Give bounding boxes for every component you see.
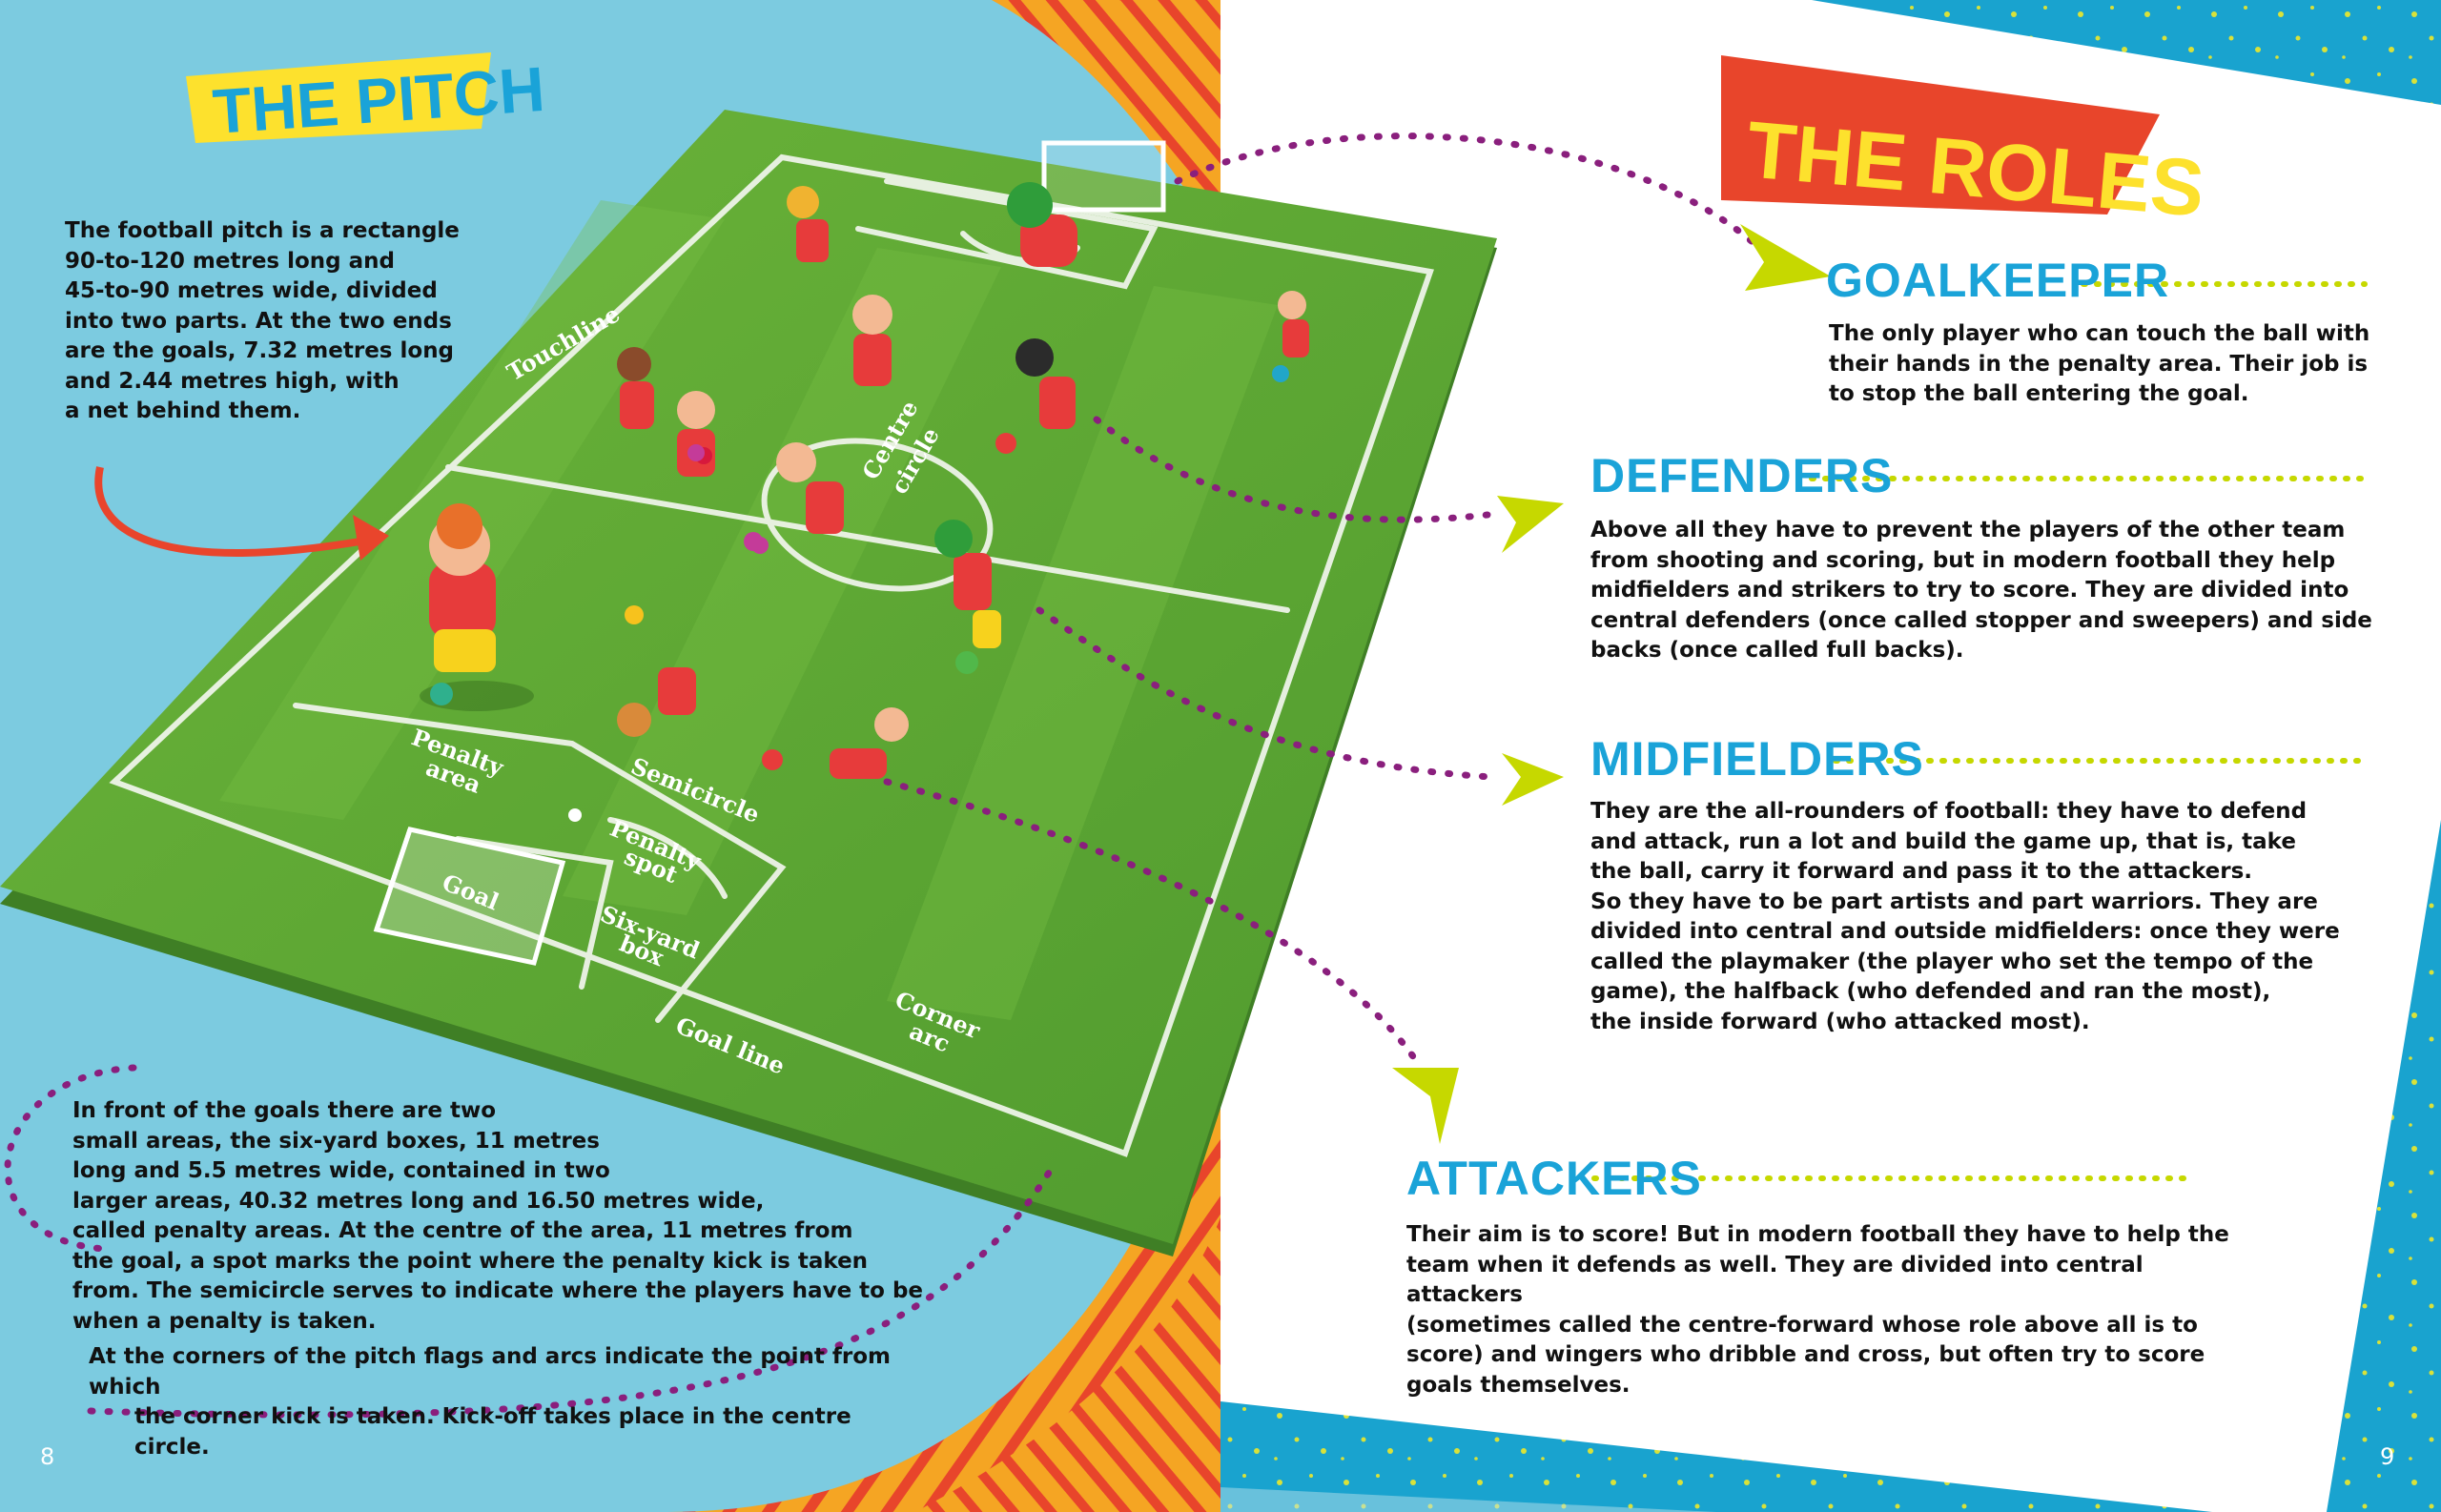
text-line: into two parts. At the two ends [65, 308, 452, 334]
text-line: called the playmaker (the player who set… [1590, 949, 2314, 974]
pitch-areas-text: In front of the goals there are two smal… [72, 1096, 931, 1462]
midfielders-text: They are the all-rounders of football: t… [1590, 797, 2410, 1037]
text-line: to stop the ball entering the goal. [1829, 381, 2249, 406]
goalkeeper-text: The only player who can touch the ball w… [1829, 319, 2420, 410]
midfielders-title: MIDFIELDERS [1590, 732, 1924, 786]
text-line: game), the halfback (who defended and ra… [1590, 979, 2271, 1004]
text-line: (sometimes called the centre-forward who… [1406, 1312, 2198, 1338]
right-page-number: 9 [2380, 1443, 2395, 1470]
attackers-title: ATTACKERS [1406, 1152, 1702, 1205]
text-line: In front of the goals there are two [72, 1098, 497, 1123]
text-line: They are the all-rounders of football: t… [1590, 799, 2308, 824]
text-line: from shooting and scoring, but in modern… [1590, 547, 2336, 573]
text-line: the ball, carry it forward and pass it t… [1590, 859, 2253, 884]
text-line: 90-to-120 metres long and [65, 248, 395, 274]
text-line: So they have to be part artists and part… [1590, 889, 2318, 914]
text-line: team when it defends as well. They are d… [1406, 1252, 2144, 1308]
text-line: backs (once called full backs). [1590, 638, 1964, 663]
text-line: a net behind them. [65, 398, 301, 423]
text-line: score) and wingers who dribble and cross… [1406, 1342, 2205, 1367]
text-line: and attack, run a lot and build the game… [1590, 828, 2296, 854]
text-line: are the goals, 7.32 metres long [65, 338, 455, 363]
text-line: larger areas, 40.32 metres long and 16.5… [72, 1188, 765, 1214]
text-line: their hands in the penalty area. Their j… [1829, 351, 2369, 377]
text-line: and 2.44 metres high, with [65, 368, 400, 394]
text-line: divided into central and outside midfiel… [1590, 919, 2340, 944]
pitch-intro-text: The football pitch is a rectangle 90-to-… [65, 216, 465, 427]
text-line: when a penalty is taken. [72, 1308, 377, 1334]
text-line: At the corners of the pitch flags and ar… [89, 1344, 891, 1400]
text-line: the inside forward (who attacked most). [1590, 1009, 2090, 1034]
text-line: The football pitch is a rectangle [65, 218, 460, 243]
text-line: Their aim is to score! But in modern foo… [1406, 1222, 2229, 1247]
text-line: the goal, a spot marks the point where t… [72, 1248, 869, 1274]
defenders-text: Above all they have to prevent the playe… [1590, 516, 2410, 666]
text-line: 45-to-90 metres wide, divided [65, 278, 438, 303]
text-line: central defenders (once called stopper a… [1590, 607, 2372, 633]
text-line: The only player who can touch the ball w… [1829, 321, 2370, 346]
text-line: from. The semicircle serves to indicate … [72, 1278, 924, 1303]
text-line: small areas, the six-yard boxes, 11 metr… [72, 1128, 600, 1154]
text-line: called penalty areas. At the centre of t… [72, 1218, 853, 1243]
players [420, 182, 1309, 779]
text-line: the corner kick is taken. Kick-off takes… [134, 1404, 851, 1460]
text-line: midfielders and strikers to try to score… [1590, 578, 2349, 603]
defenders-title: DEFENDERS [1590, 449, 1894, 502]
goalkeeper-title: GOALKEEPER [1826, 254, 2170, 307]
text-line: long and 5.5 metres wide, contained in t… [72, 1158, 610, 1183]
left-page-number: 8 [40, 1443, 55, 1470]
attackers-text: Their aim is to score! But in modern foo… [1406, 1220, 2265, 1400]
text-line: goals themselves. [1406, 1372, 1631, 1398]
text-line: Above all they have to prevent the playe… [1590, 518, 2346, 542]
